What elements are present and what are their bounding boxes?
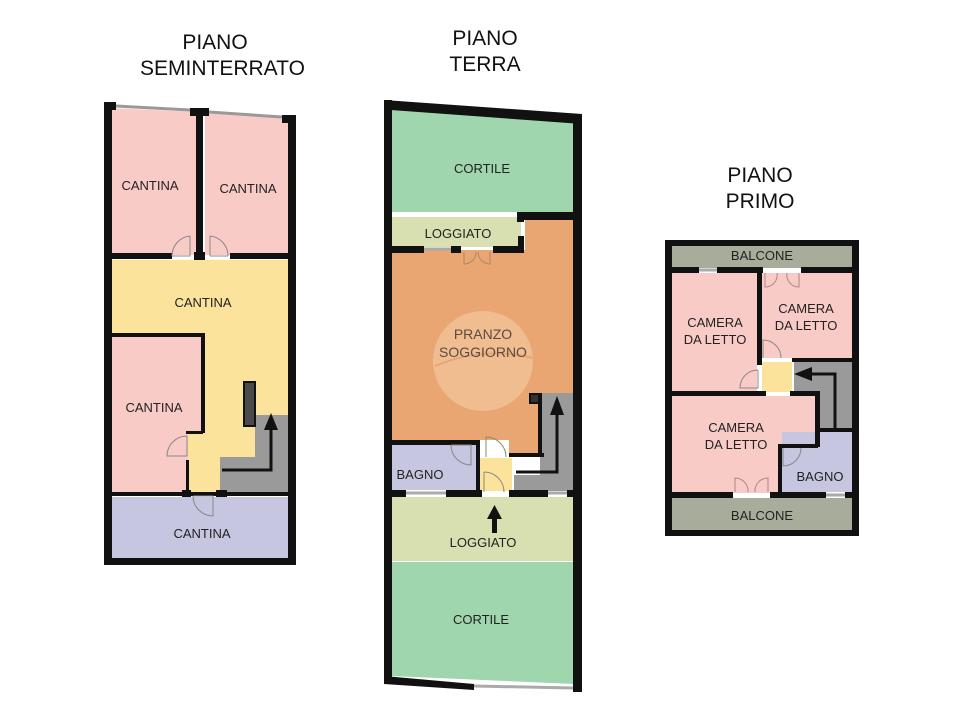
room-camera-2	[762, 273, 852, 358]
entrance-arrow-icon	[487, 505, 502, 519]
room-label: CANTINA	[173, 526, 230, 541]
room-label: SOGGIORNO	[439, 344, 527, 360]
room-label: LOGGIATO	[425, 226, 492, 241]
room-label: CAMERA	[778, 301, 834, 316]
room-label: PRANZO	[454, 326, 512, 342]
room-label: CORTILE	[453, 612, 509, 627]
stair-arrow-icon	[550, 396, 564, 415]
stair-arrow-line	[808, 372, 837, 428]
stair-pillar	[243, 381, 256, 427]
plan-terra: CORTILE LOGGIATO PRANZO SOGGIORNO BAGNO …	[384, 100, 582, 692]
title-line-1: PIANO	[727, 164, 793, 187]
room-label: BALCONE	[731, 248, 793, 263]
room-loggiato-top	[391, 217, 521, 247]
logo-watermark	[433, 311, 533, 411]
stair-arrow-icon	[264, 413, 278, 430]
floor-title-terra: PIANO TERRA	[420, 26, 550, 78]
room-label: BALCONE	[731, 508, 793, 523]
room-label: CANTINA	[219, 181, 276, 196]
plan-primo: BALCONE CAMERA DA LETTO CAMERA DA LETTO …	[665, 240, 859, 536]
room-cantina-1	[110, 108, 200, 255]
room-label: CORTILE	[454, 161, 510, 176]
plan-seminterrato: CANTINA CANTINA CANTINA CANTINA CANTINA	[104, 102, 296, 565]
room-balcone-bottom	[672, 498, 852, 530]
landing	[762, 362, 792, 392]
room-balcone-top	[672, 246, 852, 268]
stairs	[514, 393, 574, 491]
room-label: DA LETTO	[775, 318, 838, 333]
title-line-1: PIANO	[452, 27, 518, 50]
room-label: CANTINA	[125, 400, 182, 415]
room-cantina-2	[205, 112, 290, 255]
room-loggiato-bottom	[391, 497, 574, 561]
room-label: BAGNO	[797, 469, 844, 484]
room-cortile-bottom	[391, 562, 574, 684]
room-label: LOGGIATO	[450, 535, 517, 550]
room-camera-1	[672, 273, 757, 391]
stair-arrow-line	[516, 410, 559, 474]
room-cantina-4	[110, 335, 203, 492]
title-line-2: SEMINTERRATO	[140, 57, 305, 80]
floor-title-primo: PIANO PRIMO	[695, 163, 825, 215]
stair-arrow-icon	[794, 367, 812, 381]
room-label: CAMERA	[708, 420, 764, 435]
pillar	[529, 393, 540, 404]
room-label: BAGNO	[397, 467, 444, 482]
title-line-2: PRIMO	[725, 190, 795, 213]
room-label: CANTINA	[121, 178, 178, 193]
room-label: CANTINA	[174, 295, 231, 310]
room-label: CAMERA	[687, 315, 743, 330]
floor-title-seminterrato: PIANO SEMINTERRATO	[140, 30, 305, 82]
room-cortile-top	[391, 108, 574, 212]
room-bagno	[391, 445, 476, 490]
room-label: DA LETTO	[705, 437, 768, 452]
room-label: DA LETTO	[684, 332, 747, 347]
title-line-2: TERRA	[449, 53, 521, 76]
title-line-1: PIANO	[182, 31, 248, 54]
stair-arrow-line	[222, 425, 273, 472]
room-cantina-5	[110, 497, 290, 559]
